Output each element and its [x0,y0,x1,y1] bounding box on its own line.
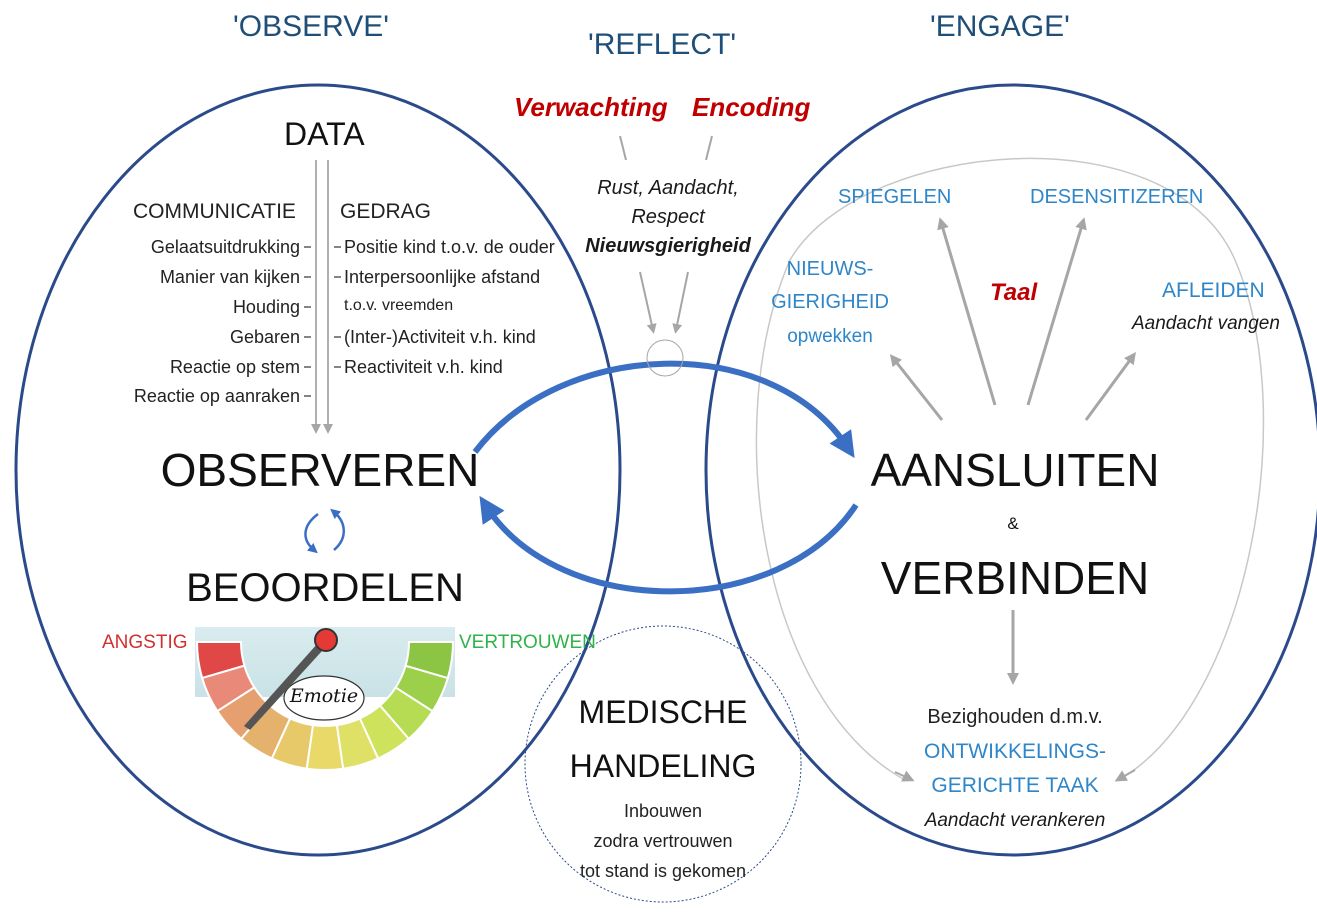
gedrag-item: t.o.v. vreemden [344,297,454,314]
reflect-line-left [619,135,627,161]
spiegelen-label: SPIEGELEN [838,186,952,208]
medisch-circle [524,625,802,903]
angstig-label: ANGSTIG [102,632,188,653]
communicatie-title: COMMUNICATIE [133,200,296,223]
emotion-dial [195,627,455,771]
engage-circle [704,83,1317,857]
communicatie-item: Gelaatsuitdrukking [150,237,300,257]
reflect-value-3: Nieuwsgierigheid [585,235,751,257]
reflect-encoding: Encoding [692,92,811,122]
reflect-value-2: Respect [631,206,705,228]
nieuws-line2: GIERIGHEID [771,291,889,313]
emotie-label: Emotie [289,685,359,707]
gedrag-item: Reactiviteit v.h. kind [344,357,503,377]
reflect-arrow-left [639,271,657,334]
ampersand-label: & [1007,514,1019,533]
data-title: DATA [284,116,365,152]
emotie-label-ellipse [283,675,365,721]
cycle-arrow-left [304,513,319,554]
communicatie-item: Reactie op stem [169,357,300,377]
verbinden-label: VERBINDEN [880,552,1150,604]
engage-inner-loop [755,157,1265,781]
gedrag-item: (Inter-)Activiteit v.h. kind [344,327,536,347]
reflect-value-1: Rust, Aandacht, [597,177,739,199]
dial-needle-knob [314,628,338,652]
communicatie-item: Manier van kijken [159,267,300,287]
loop-arrow-left [894,770,915,782]
aandacht-vangen-label: Aandacht vangen [1132,313,1280,334]
communicatie-item: Houding [232,297,300,317]
item-dashes [304,246,341,397]
reflect-focus-circle [646,339,684,377]
bezighouden-label: Bezighouden d.m.v. [927,706,1103,728]
gedrag-title: GEDRAG [340,200,432,223]
observe-circle [14,83,622,857]
afleiden-label: AFLEIDEN [1162,279,1265,302]
taak-line2: GERICHTE TAAK [931,774,1099,797]
gedrag-item: Interpersoonlijke afstand [344,267,541,287]
arrow-to-engage [472,360,855,459]
dial-needle [244,634,332,730]
medisch-sub-2: zodra vertrouwen [593,831,733,851]
loop-arrow-right [1114,769,1136,782]
gedrag-item: Positie kind t.o.v. de ouder [344,237,555,257]
nieuws-line3: opwekken [787,326,873,347]
medisch-sub-1: Inbouwen [623,801,703,821]
nieuws-line1: NIEUWS- [786,258,874,280]
dial-segment [404,641,455,680]
communicatie-item: Reactie op aanraken [133,386,300,406]
aansluiten-label: AANSLUITEN [870,444,1160,496]
communicatie-item: Gebaren [229,327,300,347]
reflect-line-right [705,135,713,161]
medisch-line1: MEDISCHE [578,694,748,730]
desensitizeren-label: DESENSITIZEREN [1030,186,1204,208]
dial-segments [195,641,455,771]
vertrouwen-label: VERTROUWEN [459,632,596,653]
reflect-arrow-right [672,271,689,334]
medisch-sub-3: tot stand is gekomen [579,861,747,881]
arrow-to-observe [479,495,859,595]
aandacht-verankeren-label: Aandacht verankeren [924,810,1106,831]
header-reflect: 'REFLECT' [588,28,737,61]
medisch-line2: HANDELING [569,748,757,784]
cycle-arrow-right [330,508,345,551]
engage-arrows [889,217,1136,685]
header-engage: 'ENGAGE' [930,10,1070,43]
header-observe: 'OBSERVE' [233,10,389,43]
observeren-label: OBSERVEREN [160,444,480,496]
beoordelen-label: BEOORDELEN [186,566,464,610]
taak-line1: ONTWIKKELINGS- [923,740,1107,763]
taal-label: Taal [990,279,1038,306]
reflect-verwachting: Verwachting [514,92,668,122]
